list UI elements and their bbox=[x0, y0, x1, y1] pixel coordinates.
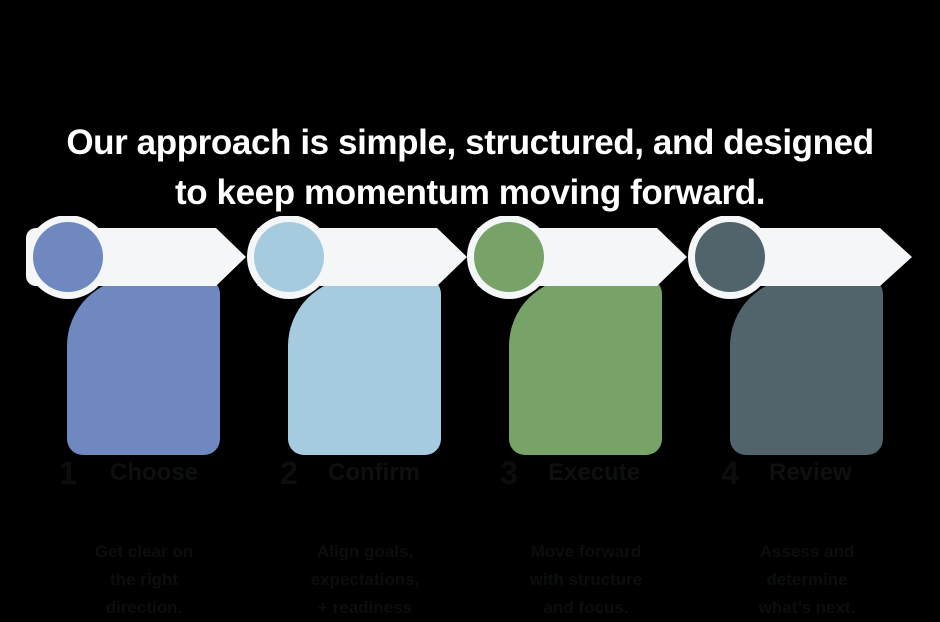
step-description-4: Assess and determine what’s next. bbox=[730, 538, 884, 622]
page-title-line-2: to keep momentum moving forward. bbox=[174, 173, 766, 212]
step-card-1 bbox=[67, 278, 220, 455]
step-number-2: 2 bbox=[280, 455, 298, 491]
step-description-4-line-2: determine bbox=[766, 570, 848, 589]
step-title-1: Choose bbox=[110, 459, 199, 486]
step-badge-1 bbox=[33, 222, 103, 292]
step-title-2: Confirm bbox=[328, 459, 420, 486]
step-card-2 bbox=[288, 278, 441, 455]
step-number-3: 3 bbox=[500, 455, 518, 491]
step-card-4 bbox=[730, 278, 883, 455]
step-description-4-line-1: Assess and bbox=[759, 542, 855, 561]
step-number-4: 4 bbox=[721, 455, 739, 491]
process-flow-graphics bbox=[26, 216, 912, 455]
step-description-2-line-3: + readiness bbox=[317, 598, 413, 617]
process-flow: 1 2 3 4 Choose Confirm Execute Review Ge… bbox=[0, 216, 940, 617]
step-description-3-line-2: with structure bbox=[529, 570, 643, 589]
step-description-2: Align goals, expectations, + readiness bbox=[288, 538, 442, 622]
step-description-1-line-1: Get clear on bbox=[94, 542, 194, 561]
infographic-slide: Our approach is simple, structured, and … bbox=[0, 118, 940, 617]
step-badge-3 bbox=[474, 222, 544, 292]
step-description-3: Move forward with structure and focus. bbox=[509, 538, 663, 622]
step-description-4-line-3: what’s next. bbox=[758, 598, 856, 617]
step-title-3: Execute bbox=[548, 459, 641, 486]
step-number-1: 1 bbox=[59, 455, 77, 491]
page-title: Our approach is simple, structured, and … bbox=[0, 118, 940, 218]
step-description-2-line-1: Align goals, bbox=[316, 542, 414, 561]
step-card-3 bbox=[509, 278, 662, 455]
step-description-3-line-3: and focus. bbox=[543, 598, 629, 617]
step-description-1: Get clear on the right direction. bbox=[67, 538, 221, 622]
step-title-4: Review bbox=[769, 459, 852, 486]
step-description-3-line-1: Move forward bbox=[530, 542, 642, 561]
step-description-1-line-2: the right bbox=[110, 570, 178, 589]
step-badge-2 bbox=[254, 222, 324, 292]
step-description-1-line-3: direction. bbox=[105, 598, 183, 617]
step-description-2-line-2: expectations, bbox=[310, 570, 420, 589]
page-title-line-1: Our approach is simple, structured, and … bbox=[66, 123, 874, 162]
step-badge-4 bbox=[695, 222, 765, 292]
